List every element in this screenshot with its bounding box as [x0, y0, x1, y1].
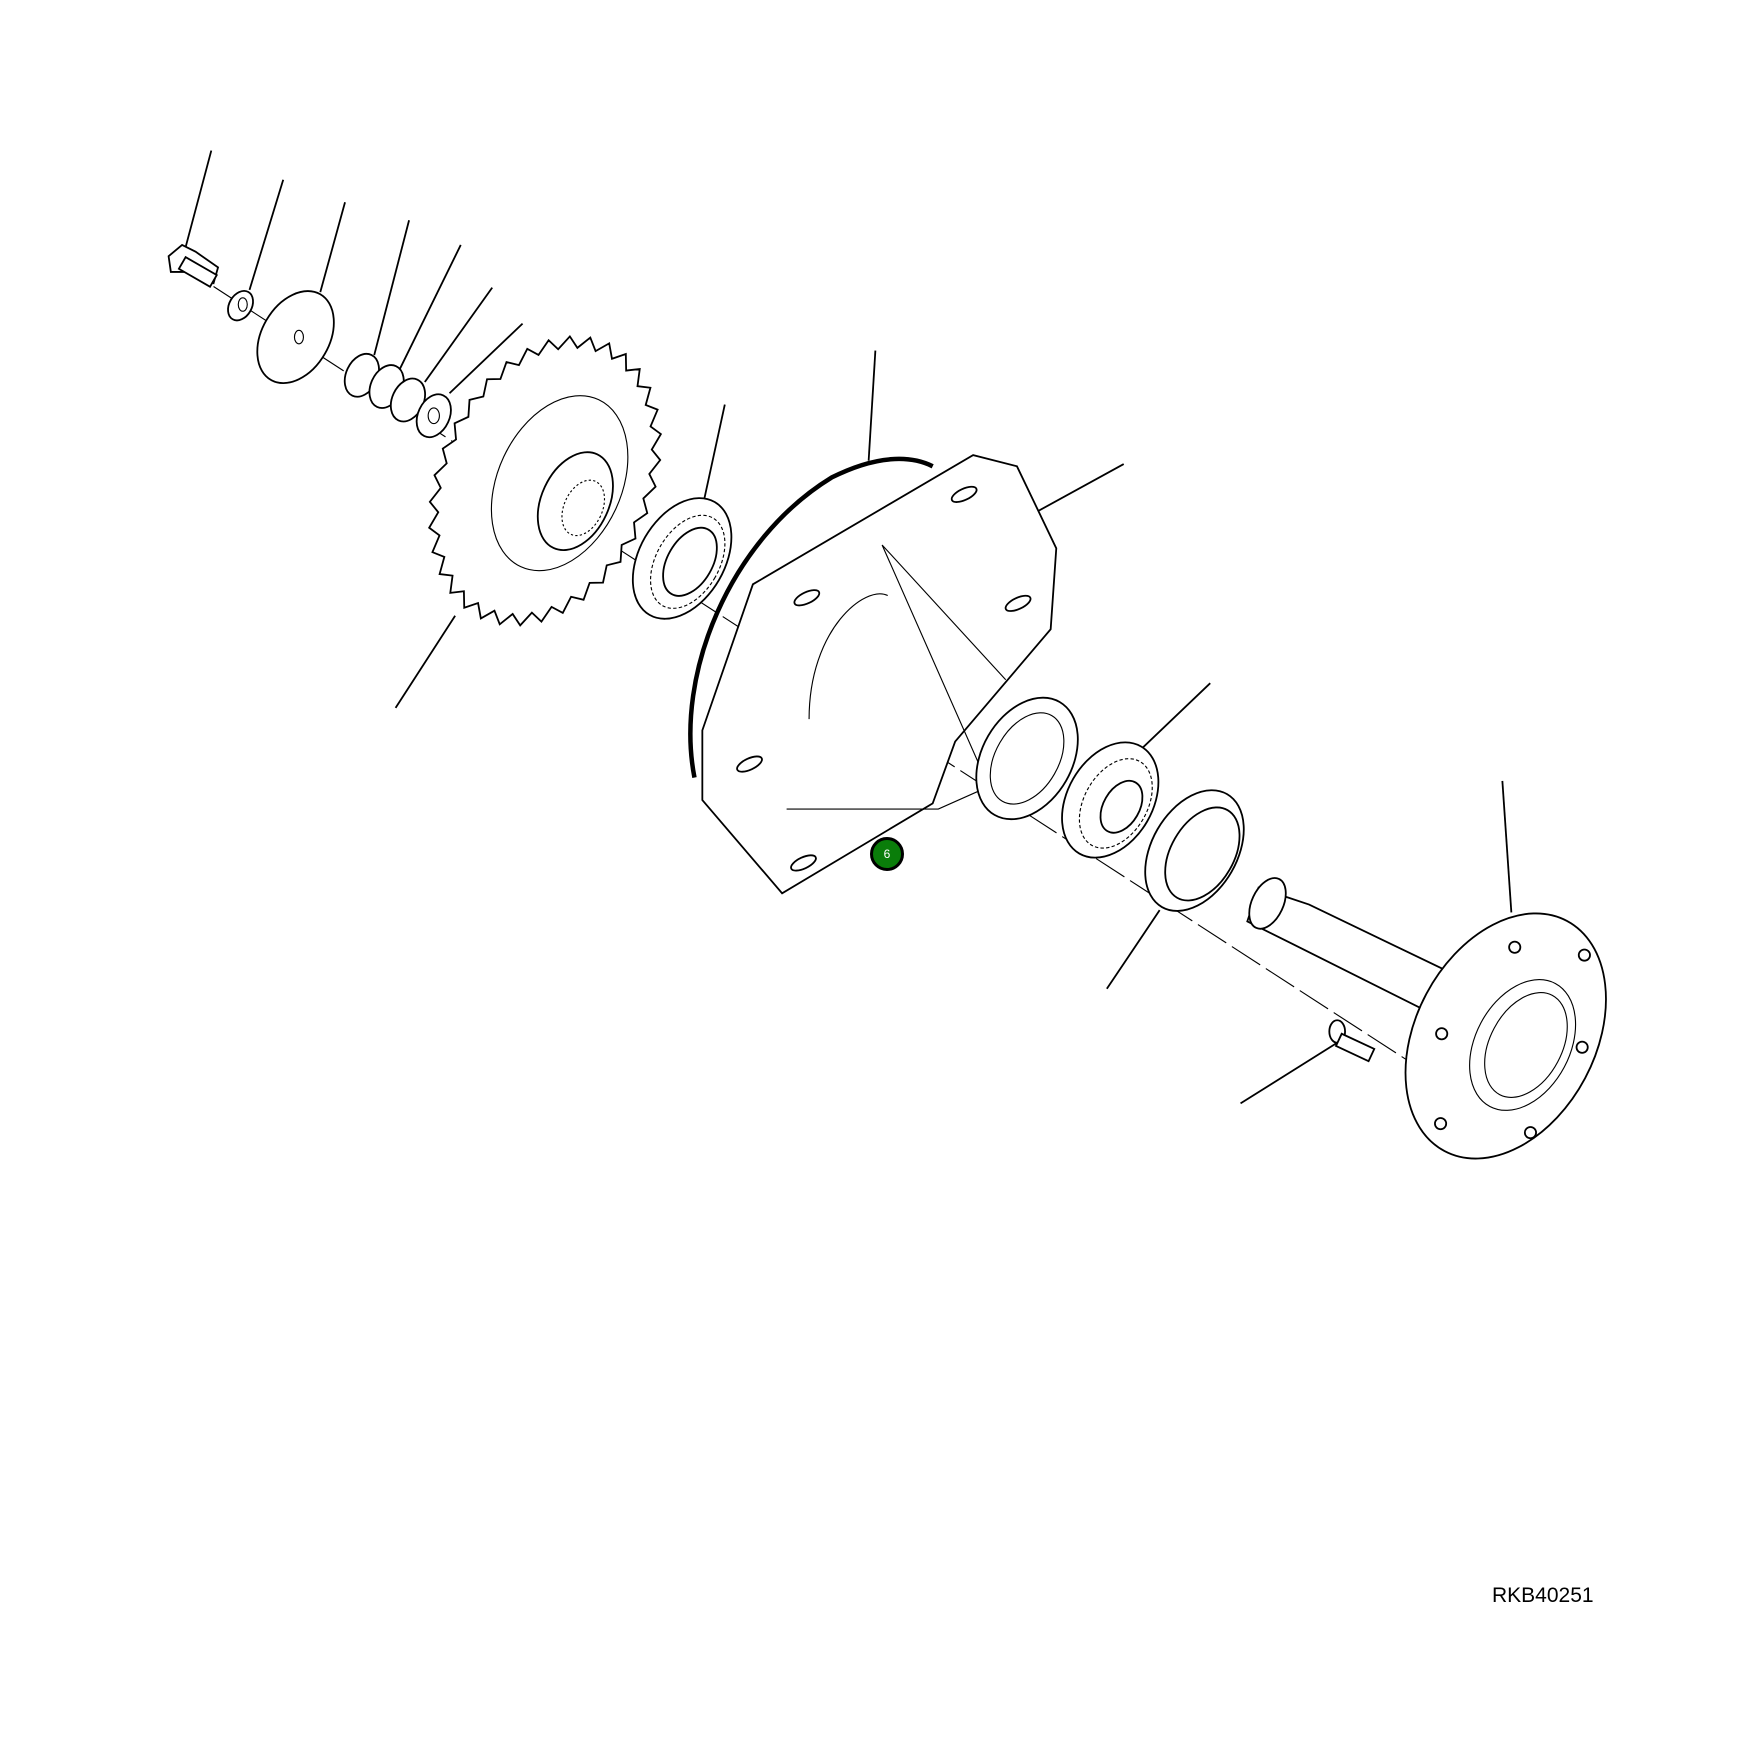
leader-line — [182, 150, 213, 257]
leader-line — [398, 244, 462, 372]
leader-line — [1501, 780, 1513, 913]
leader-line — [1106, 909, 1161, 990]
leader-line — [424, 287, 493, 383]
leader-line — [1134, 682, 1211, 756]
leader-lines — [182, 150, 1513, 1105]
large-washer — [256, 290, 335, 385]
washer-hole — [427, 407, 440, 425]
washer — [415, 393, 452, 439]
sprocket-teeth — [427, 334, 663, 627]
flange-bolt-hole — [1523, 1126, 1537, 1140]
flange — [1404, 912, 1607, 1160]
flange-bolt-hole — [1575, 1040, 1589, 1054]
tapered-roller-bearing — [1061, 741, 1160, 859]
flange-bolt-hole — [1508, 940, 1522, 954]
lock-washer-hole — [237, 297, 248, 312]
leader-line — [394, 615, 456, 709]
o-ring — [688, 456, 934, 778]
lock-washer — [227, 289, 254, 322]
wheel-stud — [1328, 1019, 1376, 1063]
output-shaft-flange — [1246, 877, 1607, 1160]
sprocket-hub — [536, 451, 614, 552]
leader-line — [1031, 463, 1125, 516]
flange-bolt-hole — [1434, 1117, 1448, 1131]
leader-line — [448, 322, 524, 394]
flange-bolt-hole — [1435, 1027, 1449, 1041]
bolt — [167, 243, 220, 288]
callout-6-badge[interactable]: 6 — [870, 837, 904, 871]
sprocket — [427, 334, 663, 627]
mounting-slot — [793, 589, 821, 607]
oil-seal — [1144, 789, 1245, 912]
leader-line — [1240, 1041, 1338, 1105]
leader-line — [248, 179, 285, 291]
leader-line — [319, 202, 346, 293]
leader-line — [701, 404, 726, 509]
mounting-slot — [1004, 594, 1032, 612]
mounting-slot — [790, 854, 817, 872]
hub-housing — [701, 454, 1079, 895]
axis-line — [213, 286, 1428, 1074]
shaft-splines — [1248, 877, 1287, 930]
mounting-slot — [950, 485, 978, 503]
mounting-slot — [736, 755, 763, 773]
large-washer-hole — [293, 329, 305, 345]
drawing-id-label: RKB40251 — [1492, 1584, 1594, 1607]
ball-bearing — [631, 497, 733, 620]
sprocket-splines — [561, 479, 606, 537]
leader-line — [373, 220, 410, 356]
leader-line — [867, 350, 877, 461]
flange-bolt-hole — [1577, 948, 1591, 962]
